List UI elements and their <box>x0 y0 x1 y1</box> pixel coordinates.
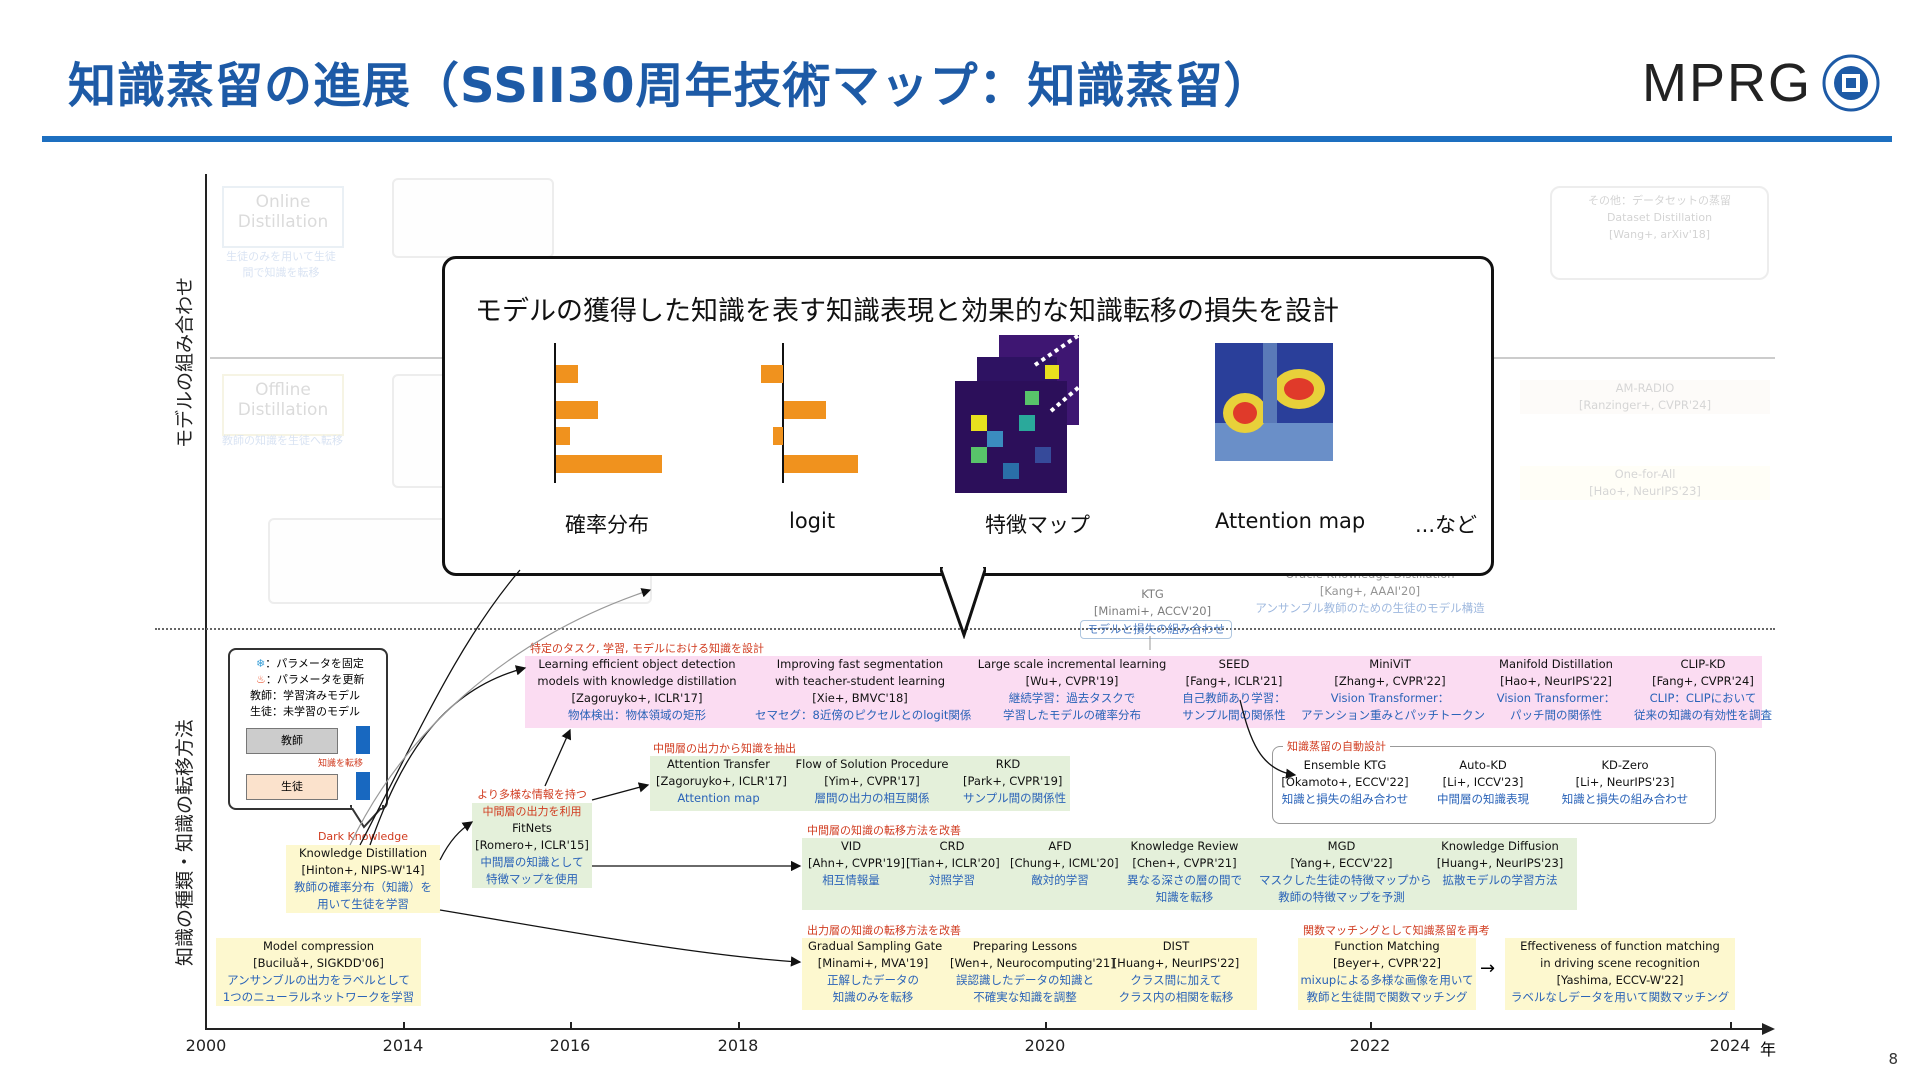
arrow-kd-to-popup <box>360 570 520 845</box>
arrow-fitnets-to-pink <box>545 730 570 786</box>
arrow-kd-to-faded <box>350 590 650 845</box>
page-number: 8 <box>1888 1050 1898 1068</box>
arrow-fitnets-to-outputmid <box>592 785 648 800</box>
arrow-seed-to-auto <box>1240 700 1295 775</box>
arrow-kd-to-outtransfer <box>440 910 800 962</box>
arrow-kd-to-pink <box>370 668 525 845</box>
arrow-kd-to-fitnets <box>440 822 472 860</box>
